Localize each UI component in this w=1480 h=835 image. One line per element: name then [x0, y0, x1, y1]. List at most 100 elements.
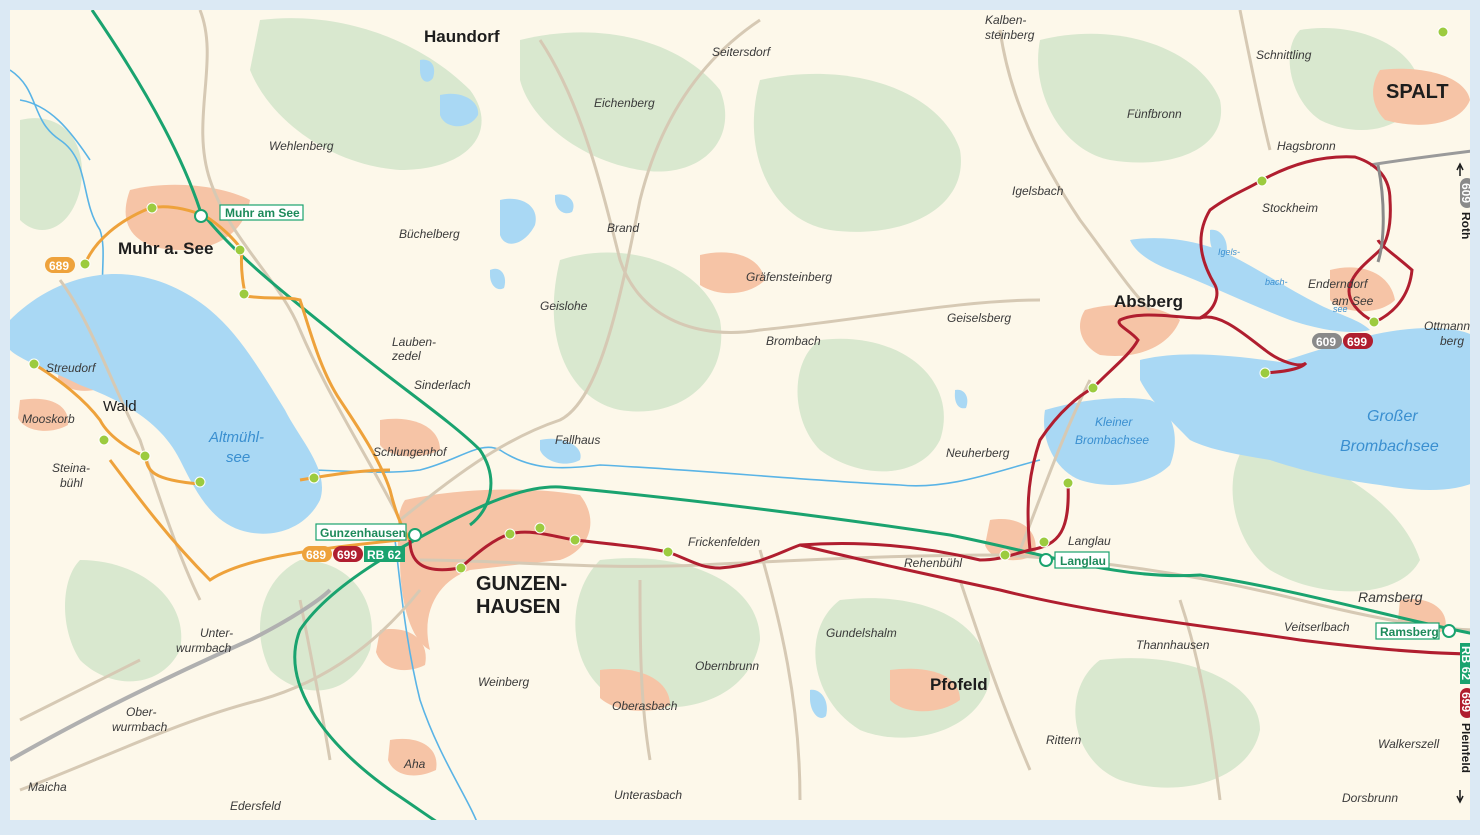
badge-699-enderndorf: 699 [1343, 333, 1373, 349]
label-brombach: Brombach [766, 334, 821, 348]
label-wald: Wald [103, 398, 137, 415]
label-ottmannsberg-2: berg [1440, 334, 1464, 348]
label-schnittling: Schnittling [1256, 48, 1312, 62]
svg-text:689: 689 [49, 259, 69, 273]
label-seitersdorf: Seitersdorf [712, 45, 772, 59]
label-walkerszell: Walkerszell [1378, 737, 1439, 751]
label-geiselsberg: Geiselsberg [947, 311, 1011, 325]
label-neuherberg: Neuherberg [946, 446, 1010, 460]
label-oberasbach: Oberasbach [612, 699, 678, 713]
label-wehlenberg: Wehlenberg [269, 139, 334, 153]
label-rehenbuehl: Rehenbühl [904, 556, 962, 570]
badge-689-muhr: 689 [45, 257, 75, 273]
label-oberwurmbach-1: Ober- [126, 705, 156, 719]
lakes [10, 59, 1480, 719]
label-fuenfbronn: Fünfbronn [1127, 107, 1182, 121]
label-brand: Brand [607, 221, 639, 235]
label-gundelshalm: Gundelshalm [826, 626, 897, 640]
label-grosser-brombachsee-2: Brombachsee [1340, 438, 1439, 455]
lake-labels: Altmühl- see Kleiner Brombachsee Großer … [208, 247, 1439, 466]
label-streudorf: Streudorf [46, 361, 97, 375]
label-unterwurmbach-1: Unter- [200, 626, 233, 640]
label-geislohe: Geislohe [540, 299, 588, 313]
label-kalbensteinberg-2: steinberg [985, 28, 1035, 42]
label-unterwurmbach-2: wurmbach [176, 641, 232, 655]
label-thannhausen: Thannhausen [1136, 638, 1210, 652]
svg-text:Langlau: Langlau [1060, 554, 1106, 568]
badge-609-enderndorf: 609 [1312, 333, 1342, 349]
label-igelsbach: Igelsbach [1012, 184, 1064, 198]
label-igelsbachsee-2: bach- [1265, 277, 1288, 287]
svg-text:Gunzenhausen: Gunzenhausen [320, 526, 406, 540]
label-steinabuehl-1: Steina- [52, 461, 90, 475]
label-sinderlach: Sinderlach [414, 378, 471, 392]
arrow-north-icon [1456, 162, 1464, 176]
rail-line-rb62 [90, 9, 1480, 832]
label-rittern: Rittern [1046, 733, 1082, 747]
bus-stops [28, 26, 1449, 574]
kleiner-brombachsee-lake [1044, 398, 1175, 485]
station-label-gunzenhausen: Gunzenhausen [315, 523, 407, 541]
svg-text:RB 62: RB 62 [1459, 646, 1473, 680]
label-enderndorf-1: Enderndorf [1308, 277, 1369, 291]
label-gunzenhausen-1: GUNZEN- [476, 573, 567, 595]
forest-areas [20, 18, 1420, 788]
label-dorsbrunn: Dorsbrunn [1342, 791, 1398, 805]
label-altmuehlsee-2: see [226, 449, 250, 466]
svg-text:Muhr am See: Muhr am See [225, 206, 300, 220]
grosser-brombachsee-lake [1140, 328, 1480, 490]
label-kleiner-brombachsee-2: Brombachsee [1075, 433, 1149, 447]
label-weinberg: Weinberg [478, 675, 529, 689]
igelsbachsee-lake [1130, 238, 1370, 332]
label-haundorf: Haundorf [424, 27, 500, 46]
label-ramsberg: Ramsberg [1358, 589, 1423, 605]
altmuehlsee-lake [10, 274, 322, 534]
svg-text:Ramsberg: Ramsberg [1380, 625, 1439, 639]
station-label-muhr-am-see: Muhr am See [219, 204, 304, 221]
label-veitserlbach: Veitserlbach [1284, 620, 1350, 634]
label-schlungenhof: Schlungenhof [373, 445, 448, 459]
label-eichenberg: Eichenberg [594, 96, 655, 110]
label-buechelberg: Büchelberg [399, 227, 460, 241]
label-obernbrunn: Obernbrunn [695, 659, 759, 673]
svg-text:609: 609 [1316, 335, 1336, 349]
label-ottmannsberg-1: Ottmanns- [1424, 319, 1480, 333]
label-steinabuehl-2: bühl [60, 476, 83, 490]
label-absberg: Absberg [1114, 292, 1183, 311]
label-laubenzedel-1: Lauben- [392, 335, 436, 349]
motorway [9, 588, 332, 762]
label-mooskorb: Mooskorb [22, 412, 75, 426]
label-kalbensteinberg-1: Kalben- [985, 13, 1026, 27]
place-labels: Haundorf Seitersdorf Kalben- steinberg S… [22, 13, 1480, 833]
label-grosser-brombachsee-1: Großer [1367, 408, 1418, 425]
label-pfofeld: Pfofeld [930, 675, 988, 694]
label-frickenfelden: Frickenfelden [688, 535, 760, 549]
label-fallhaus: Fallhaus [555, 433, 600, 447]
station-label-ramsberg: Ramsberg [1375, 622, 1440, 640]
station-label-langlau: Langlau [1054, 551, 1110, 569]
roads [19, 9, 1480, 801]
label-laubenzedel-2: zedel [391, 349, 421, 363]
label-spalt: SPALT [1386, 81, 1449, 103]
rail-stations [194, 209, 1456, 638]
badge-699-gunzenhausen: 699 [333, 546, 363, 562]
label-igelsbachsee-3: see [1333, 304, 1348, 314]
label-muhr-a-see: Muhr a. See [118, 239, 213, 258]
arrow-south-icon [1456, 790, 1464, 804]
label-unterasbach: Unterasbach [614, 788, 682, 802]
label-gunzenhausen-2: HAUSEN [476, 596, 560, 618]
label-oberwurmbach-2: wurmbach [112, 720, 168, 734]
svg-text:609: 609 [1459, 183, 1473, 203]
bus-route-609 [1376, 164, 1385, 263]
label-langlau: Langlau [1068, 534, 1111, 548]
label-igelsbachsee-1: Igels- [1218, 247, 1240, 257]
label-hagsbronn: Hagsbronn [1277, 139, 1336, 153]
label-graefensteinberg: Gräfensteinberg [746, 270, 832, 284]
svg-text:699: 699 [1347, 335, 1367, 349]
svg-text:Pleinfeld: Pleinfeld [1459, 723, 1473, 773]
svg-text:Roth: Roth [1459, 212, 1473, 239]
label-altmuehlsee-1: Altmühl- [208, 429, 264, 446]
svg-text:689: 689 [306, 548, 326, 562]
